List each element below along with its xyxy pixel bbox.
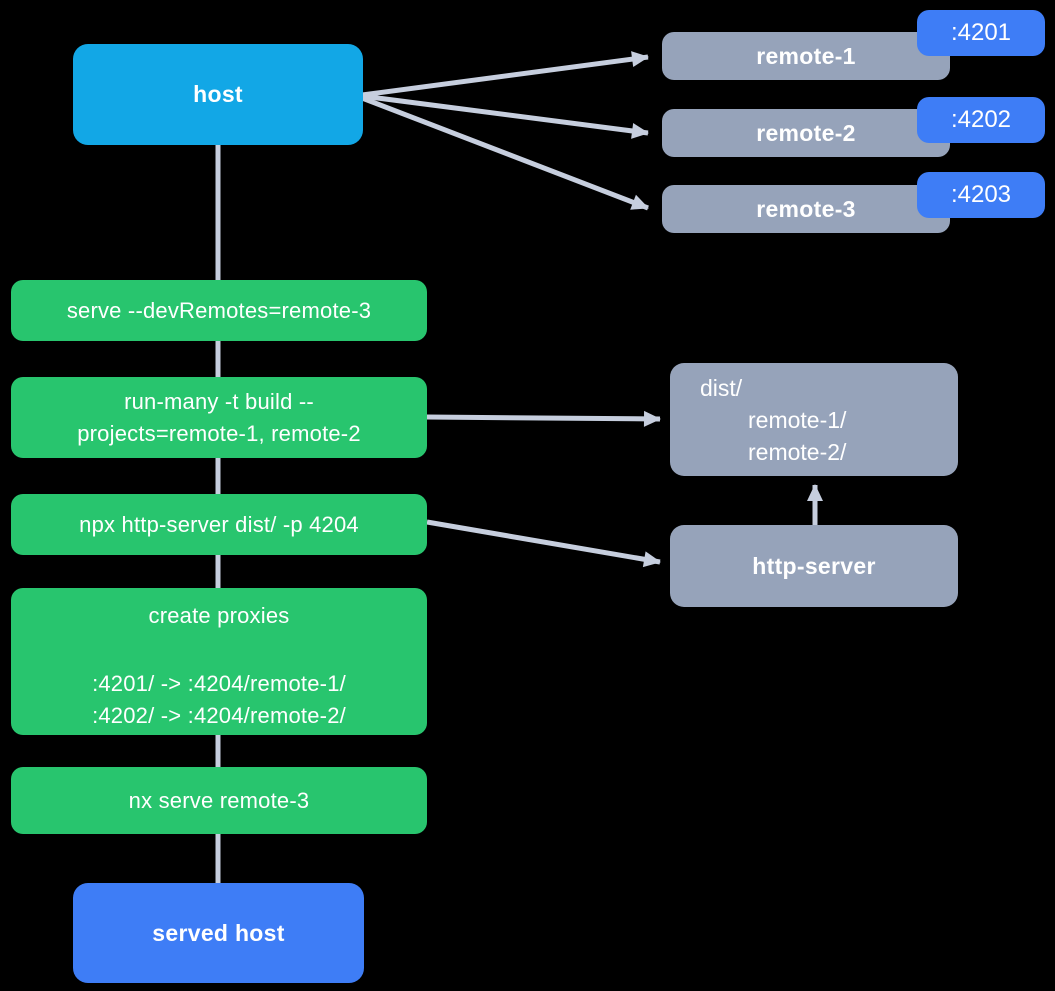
edge-host-remote-2 xyxy=(361,93,649,139)
node-remote-1: remote-1 xyxy=(662,32,950,80)
port-badge-4202: :4202 xyxy=(917,97,1045,143)
npx-http-server-label: npx http-server dist/ -p 4204 xyxy=(79,511,359,537)
edge-run-many-dist xyxy=(361,95,649,211)
port-4203-label: :4203 xyxy=(950,181,1012,208)
dist-remote-1-label: remote-1/ xyxy=(748,406,847,433)
node-host: host xyxy=(73,44,363,145)
serve-command-label: serve --devRemotes=remote-3 xyxy=(66,297,372,323)
node-dist-folder: dist/ remote-1/ remote-2/ xyxy=(670,363,958,476)
run-many-line-2: projects=remote-1, remote-2 xyxy=(77,420,361,446)
port-4201-label: :4201 xyxy=(950,19,1012,46)
remote-2-label: remote-2 xyxy=(756,119,856,146)
step-run-many-build: run-many -t build -- projects=remote-1, … xyxy=(11,377,427,458)
step-serve-dev-remotes: serve --devRemotes=remote-3 xyxy=(11,280,427,341)
port-badge-4203: :4203 xyxy=(917,172,1045,218)
node-http-server: http-server xyxy=(670,525,958,607)
node-remote-2: remote-2 xyxy=(662,109,950,157)
remote-1-label: remote-1 xyxy=(756,42,856,69)
edge-run-many-dist-folder xyxy=(426,410,661,427)
port-badge-4201: :4201 xyxy=(917,10,1045,56)
node-remote-3: remote-3 xyxy=(662,185,950,233)
http-server-label: http-server xyxy=(752,552,876,579)
node-served-host: served host xyxy=(73,883,364,983)
step-create-proxies: create proxies :4201/ -> :4204/remote-1/… xyxy=(11,588,427,735)
dist-remote-2-label: remote-2/ xyxy=(748,438,847,465)
nx-serve-label: nx serve remote-3 xyxy=(128,787,310,813)
edge-host-remote-1 xyxy=(361,51,649,98)
proxy-mapping-2: :4202/ -> :4204/remote-2/ xyxy=(92,703,346,728)
step-npx-http-server: npx http-server dist/ -p 4204 xyxy=(11,494,427,555)
host-label: host xyxy=(193,81,243,107)
port-4202-label: :4202 xyxy=(950,106,1012,133)
remote-3-label: remote-3 xyxy=(756,195,856,222)
edge-npx-http-server xyxy=(426,519,661,568)
proxy-mapping-1: :4201/ -> :4204/remote-1/ xyxy=(92,671,346,696)
run-many-line-1: run-many -t build -- xyxy=(124,388,314,414)
create-proxies-title: create proxies xyxy=(148,603,290,628)
served-host-label: served host xyxy=(152,919,285,946)
step-nx-serve-remote-3: nx serve remote-3 xyxy=(11,767,427,834)
dist-root-label: dist/ xyxy=(700,374,743,401)
